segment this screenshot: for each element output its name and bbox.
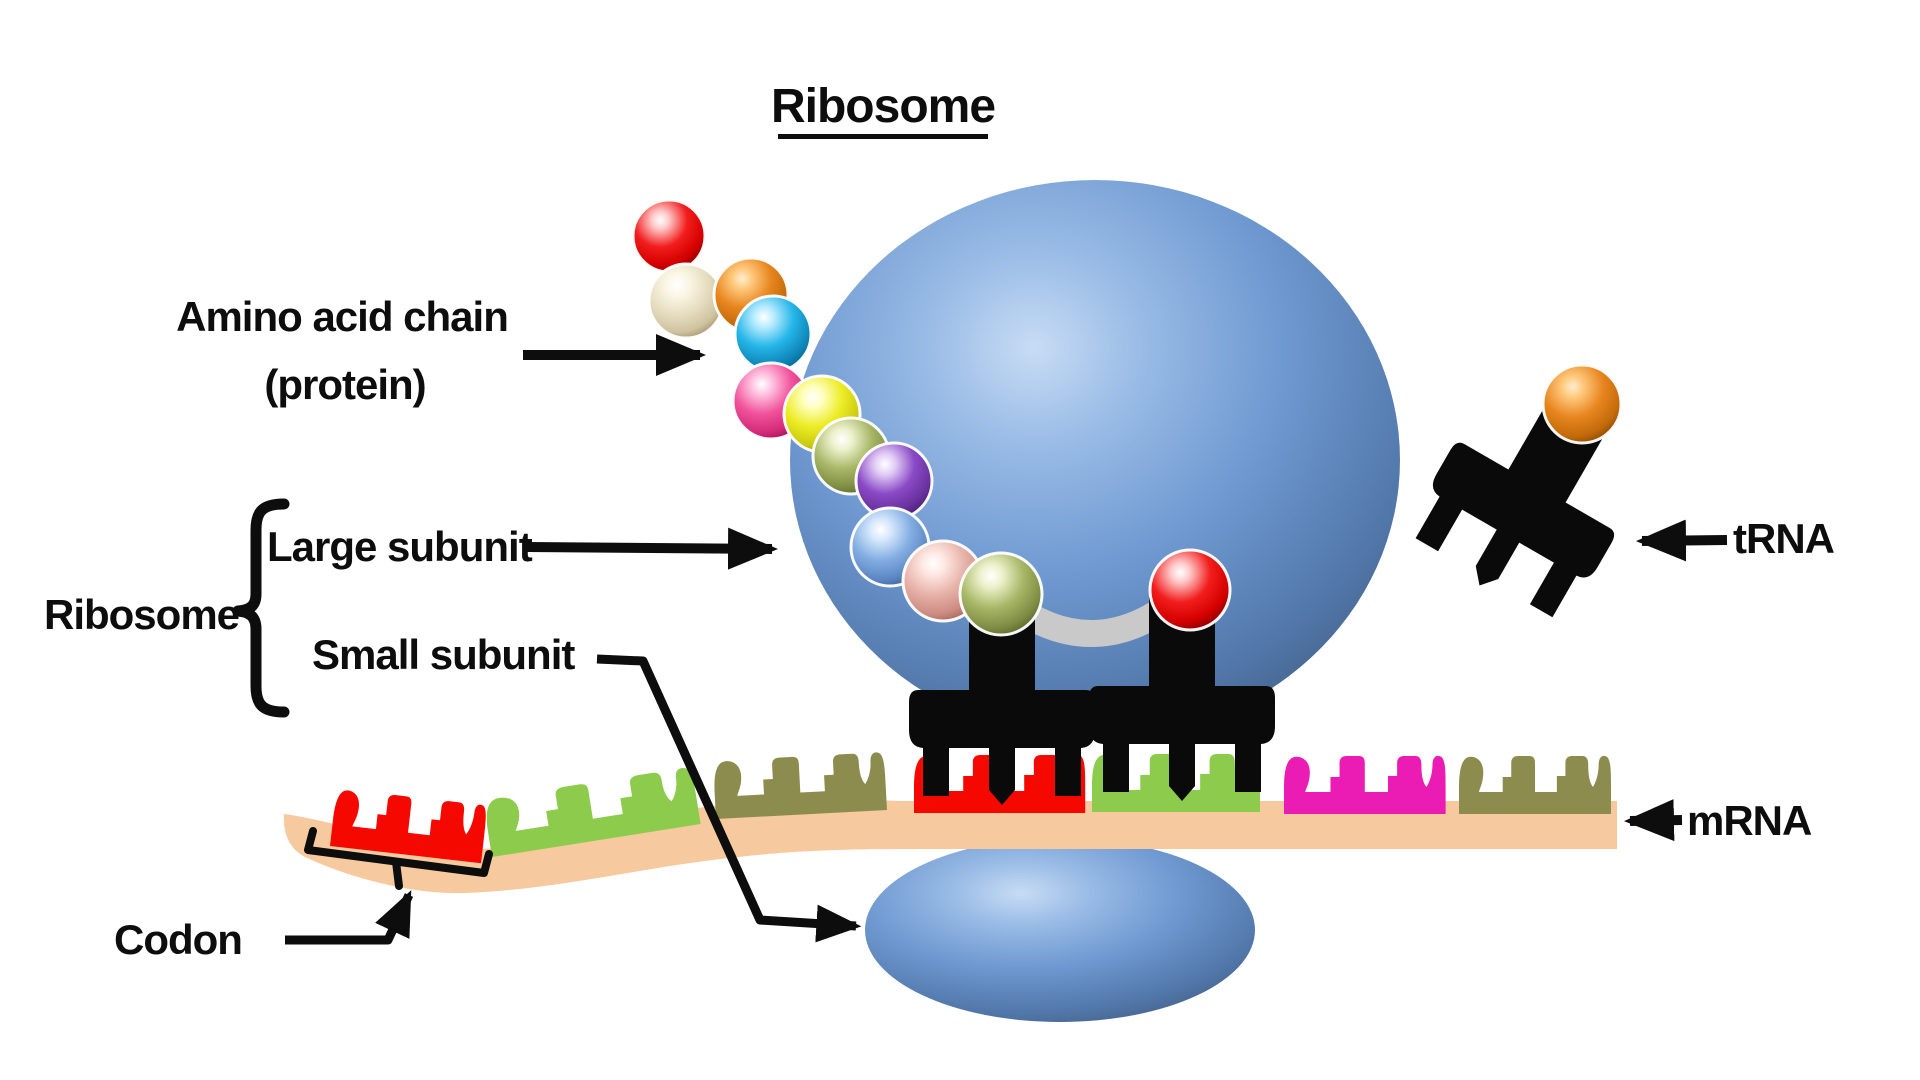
codon xyxy=(1459,755,1611,814)
trna-cargo-sphere xyxy=(1541,363,1623,445)
amino-acid-sphere xyxy=(733,294,813,374)
amino-acid-sphere xyxy=(1148,548,1232,632)
codon-bracket-nub xyxy=(392,858,403,890)
title-underline xyxy=(778,134,988,139)
small-subunit-label: Small subunit xyxy=(312,631,575,678)
ribosome-group-label: Ribosome xyxy=(44,591,239,638)
trna-arrow xyxy=(1636,519,1728,562)
codon-label: Codon xyxy=(114,916,242,963)
trna-free xyxy=(1398,361,1663,633)
small-subunit-arrow xyxy=(596,654,862,943)
amino-acid-sphere xyxy=(958,551,1044,637)
mrna-label: mRNA xyxy=(1687,797,1812,844)
amino-acid-sphere xyxy=(631,198,707,274)
amino-acid-sphere xyxy=(647,262,725,340)
mrna-arrow xyxy=(1624,799,1683,842)
amino-acid-chain-label-line1: Amino acid chain xyxy=(176,293,508,340)
codon-arrow xyxy=(285,890,414,945)
large-subunit-label: Large subunit xyxy=(267,523,533,570)
amino-acid-chain-label-line2: (protein) xyxy=(264,361,425,408)
small-subunit-sphere xyxy=(865,838,1255,1022)
ribosome-group-brace xyxy=(232,498,290,718)
mrna-strand xyxy=(283,799,1617,894)
codon xyxy=(1284,755,1446,814)
page-title: Ribosome xyxy=(771,80,995,133)
codon xyxy=(712,751,887,819)
amino-acid-chain xyxy=(631,198,1232,637)
large-subunit-arrow xyxy=(526,527,778,570)
trna-label: tRNA xyxy=(1733,515,1835,562)
